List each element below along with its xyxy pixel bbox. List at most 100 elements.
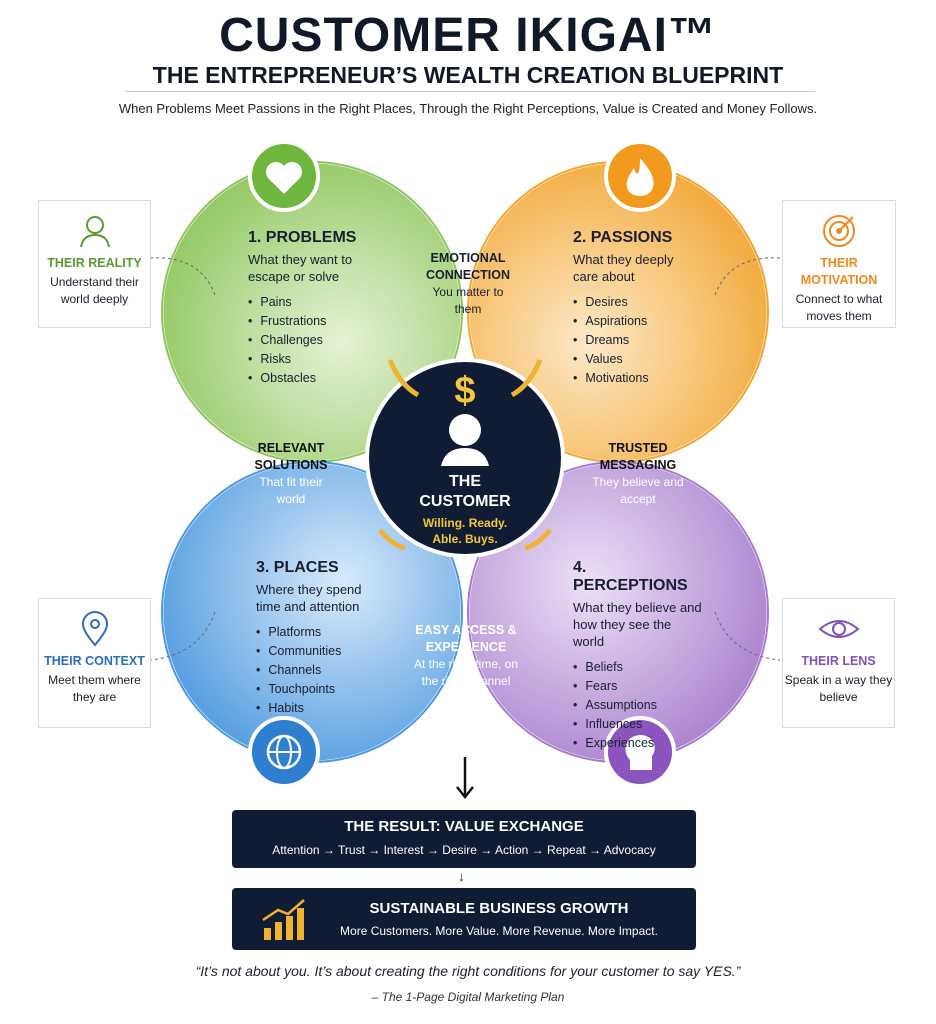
overlap-desc: You matter to them — [432, 285, 504, 316]
overlap-title: TRUSTED MESSAGING — [599, 441, 677, 472]
arrow-right-icon: → — [585, 843, 604, 857]
side-desc: Meet them where they are — [48, 673, 141, 704]
list-item: Habits — [256, 699, 376, 718]
customer-tag-line1: Willing. Ready. — [422, 516, 508, 530]
tagline: When Problems Meet Passions in the Right… — [118, 101, 818, 116]
side-title: THEIR LENS — [801, 654, 876, 668]
list-item: Experiences — [573, 734, 703, 753]
growth-title: SUSTAINABLE BUSINESS GROWTH — [369, 900, 629, 917]
their-lens-box: THEIR LENS Speak in a way they believe — [782, 598, 895, 728]
problems-title: 1. PROBLEMS — [248, 229, 357, 246]
side-title: THEIR MOTIVATION — [800, 256, 878, 287]
result-box: THE RESULT: VALUE EXCHANGE Attention → T… — [232, 810, 696, 868]
list-item: Frustrations — [248, 312, 378, 331]
perceptions-desc: What they believe and how they see the w… — [573, 600, 702, 649]
their-context-box: THEIR CONTEXT Meet them where they are — [38, 598, 151, 728]
step-label: Advocacy — [603, 843, 656, 857]
list-item: Platforms — [256, 623, 376, 642]
arrows — [378, 359, 552, 551]
places-title: 3. PLACES — [256, 559, 339, 576]
list-item: Beliefs — [573, 658, 703, 677]
growth-box: SUSTAINABLE BUSINESS GROWTH More Custome… — [232, 888, 696, 950]
customer-tag-line2: Able. Buys. — [432, 532, 498, 546]
customer-title-line1: THE — [449, 473, 481, 490]
list-item: Desires — [573, 293, 693, 312]
problems-content: 1. PROBLEMS What they want to escape or … — [248, 229, 378, 388]
list-item: Challenges — [248, 331, 378, 350]
places-desc: Where they spend time and attention — [256, 582, 362, 614]
side-desc: Speak in a way they believe — [784, 673, 893, 704]
customer-title-line2: CUSTOMER — [419, 493, 511, 510]
their-reality-box: THEIR REALITY Understand their world deep… — [38, 200, 151, 328]
perceptions-content: 4. PERCEPTIONS What they believe and how… — [573, 559, 703, 753]
list-item: Risks — [248, 350, 378, 369]
side-desc: Connect to what moves them — [795, 292, 883, 323]
overlap-desc: At the right time, on the right channel — [413, 657, 519, 688]
overlap-desc: That fit their world — [259, 475, 323, 506]
list-item: Channels — [256, 661, 376, 680]
side-title: THEIR CONTEXT — [44, 654, 145, 668]
target-icon — [823, 215, 855, 247]
arrow-right-icon: → — [423, 843, 443, 857]
their-motivation-box: THEIR MOTIVATION Connect to what moves th… — [782, 200, 896, 328]
people-icon — [79, 216, 110, 248]
flame-icon — [604, 140, 676, 212]
step-label: Action — [495, 843, 529, 857]
arrow-right-icon: → — [364, 843, 384, 857]
globe-icon — [248, 716, 320, 788]
list-item: Motivations — [573, 369, 693, 388]
step-label: Interest — [383, 843, 424, 857]
overlap-title: RELEVANT SOLUTIONS — [254, 441, 328, 472]
eye-icon — [817, 620, 860, 638]
divider — [125, 91, 815, 92]
customer-title: THE CUSTOMER Willing. Ready. Able. Buys. — [385, 472, 545, 547]
list-item: Pains — [248, 293, 378, 312]
list-item: Aspirations — [573, 312, 693, 331]
person-icon — [441, 414, 489, 466]
side-desc: Understand their world deeply — [50, 275, 139, 306]
list-item: Influences — [573, 715, 703, 734]
step-label: Repeat — [547, 843, 586, 857]
growth-chart-icon — [262, 899, 305, 940]
side-title: THEIR REALITY — [47, 256, 142, 270]
heart-icon — [248, 140, 320, 212]
list-item: Touchpoints — [256, 680, 376, 699]
growth-desc: More Customers. More Value. More Revenue… — [340, 924, 658, 938]
arrow-right-icon: → — [319, 843, 339, 857]
arrow-right-icon: → — [476, 843, 495, 857]
list-item: Fears — [573, 677, 703, 696]
overlap-title: EASY ACCESS & EXPERIENCE — [415, 623, 517, 654]
page-title: CUSTOMER IKIGAI™ — [219, 9, 717, 62]
list-item: Assumptions — [573, 696, 703, 715]
list-item: Dreams — [573, 331, 693, 350]
arrow-right-icon: → — [528, 843, 548, 857]
quote: “It’s not about you. It’s about creating… — [195, 963, 741, 979]
step-label: Attention — [272, 843, 320, 857]
location-pin-icon — [81, 611, 108, 647]
dotted-connectors — [149, 257, 781, 661]
down-arrow-icon — [456, 757, 474, 800]
list-item: Communities — [256, 642, 376, 661]
passions-title: 2. PASSIONS — [573, 229, 673, 246]
step-label: Trust — [338, 843, 365, 857]
list-item: Obstacles — [248, 369, 378, 388]
value-exchange-steps: Attention → Trust → Interest → Desire → … — [232, 843, 696, 857]
places-content: 3. PLACES Where they spend time and atte… — [256, 559, 376, 718]
result-title: THE RESULT: VALUE EXCHANGE — [344, 818, 584, 835]
page-subtitle: THE ENTREPRENEUR’S WEALTH CREATION BLUEP… — [152, 62, 784, 88]
overlap-title: EMOTIONAL CONNECTION — [425, 251, 511, 282]
quote-source: – The 1-Page Digital Marketing Plan — [371, 990, 565, 1004]
down-arrow-small-icon: ↓ — [458, 868, 465, 884]
list-item: Values — [573, 350, 693, 369]
step-label: Desire — [442, 843, 477, 857]
passions-content: 2. PASSIONS What they deeply care about … — [573, 229, 693, 388]
perceptions-title: 4. PERCEPTIONS — [573, 559, 688, 594]
overlap-desc: They believe and accept — [592, 475, 684, 506]
problems-desc: What they want to escape or solve — [248, 252, 353, 284]
passions-desc: What they deeply care about — [573, 252, 674, 284]
dollar-icon: $ — [454, 370, 476, 412]
